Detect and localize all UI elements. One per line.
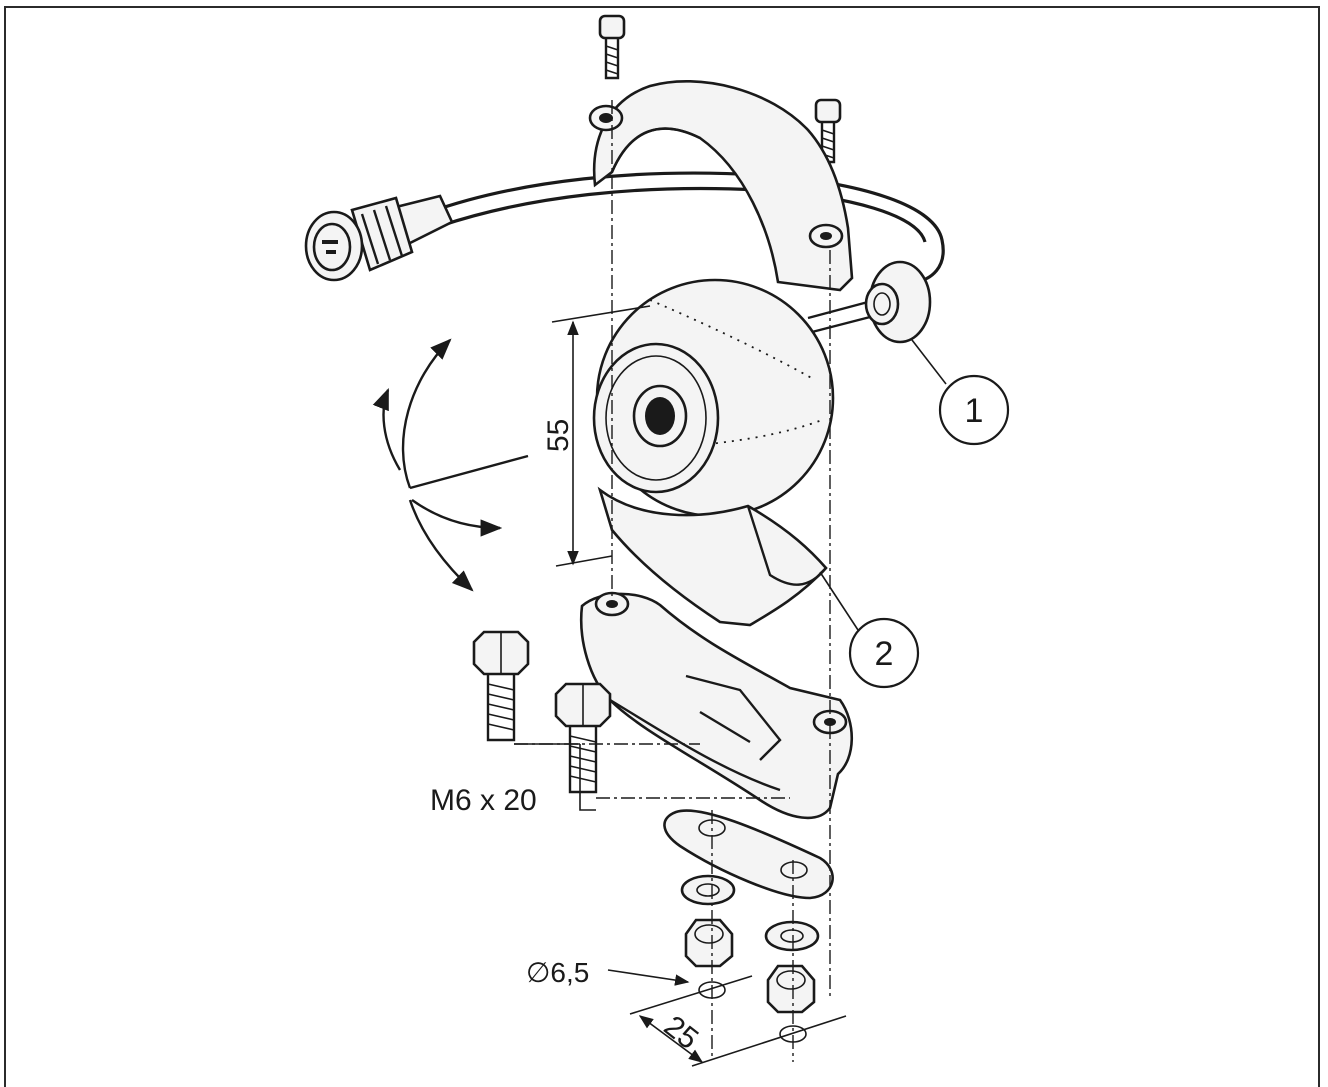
wedge-shell: [597, 486, 828, 627]
nut-left: [684, 918, 734, 968]
diameter-label: ∅6,5: [526, 957, 589, 988]
height-dimension: 55: [542, 305, 651, 567]
spacing-dimension-label: 25: [658, 1010, 705, 1057]
nut-right: [766, 964, 816, 1014]
seal-ring: [807, 260, 932, 344]
drawing-frame: [4, 6, 1320, 1087]
sensor-cable: [429, 171, 945, 284]
washer-left: [680, 874, 736, 906]
lower-clamp: [579, 591, 854, 820]
center-axis-lines: [514, 100, 831, 1062]
top-screw-left: [598, 14, 626, 80]
base-plate: [663, 809, 834, 900]
sensor-ball: [592, 278, 835, 518]
rotation-arrows: [372, 338, 529, 592]
upper-clamp: [588, 80, 854, 292]
height-dimension-label: 55: [542, 419, 575, 452]
hex-bolt-right: [554, 682, 612, 794]
bolt-spec-label: M6 x 20: [430, 784, 537, 817]
callout-2: 2: [819, 571, 920, 689]
diameter-dimension: ∅6,5: [526, 957, 690, 988]
callout-1-number: 1: [965, 392, 984, 430]
m12-connector: [304, 194, 454, 282]
top-screw-right: [814, 98, 842, 164]
hex-bolt-left: [472, 630, 530, 742]
callout-1: 1: [911, 339, 1010, 446]
callout-2-number: 2: [875, 635, 894, 673]
washer-right: [764, 920, 820, 952]
